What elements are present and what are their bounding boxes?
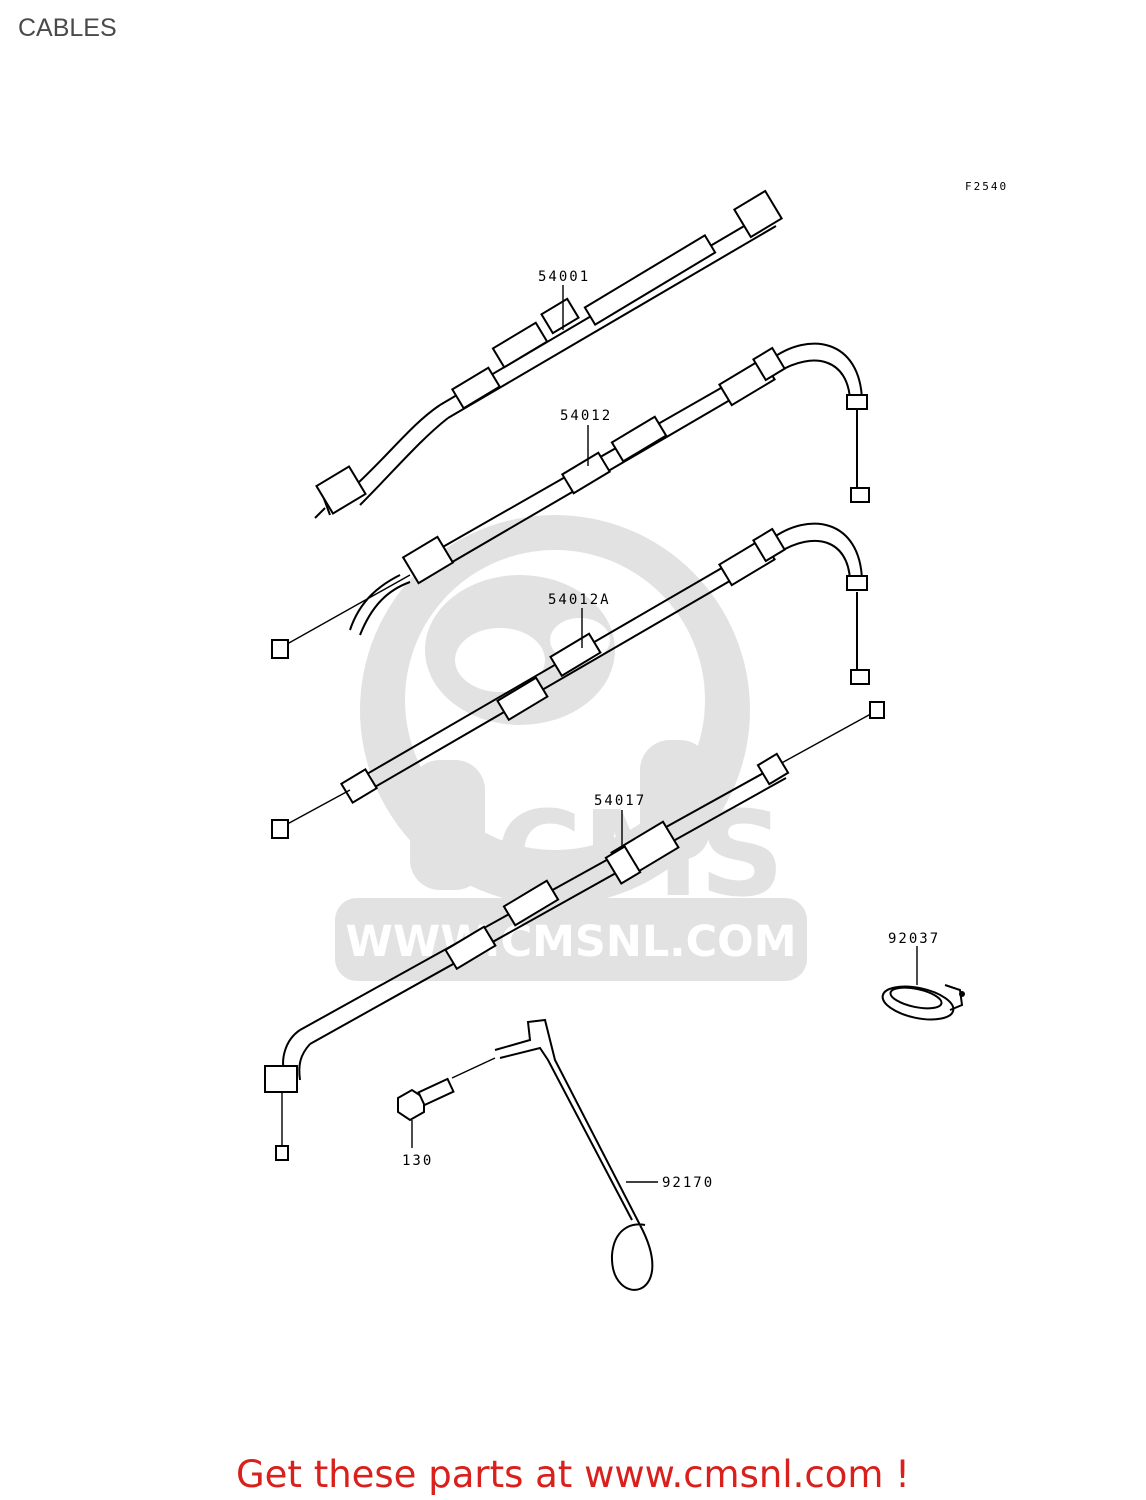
- part-54012-throttle-cable: [271, 342, 870, 659]
- part-92170-bracket: [494, 1018, 658, 1291]
- watermark: CMS WWW.CMSNL.COM: [335, 515, 807, 981]
- part-label-54012A: 54012A: [548, 592, 611, 608]
- part-92037-cable-clamp: [881, 946, 965, 1021]
- part-label-130: 130: [402, 1153, 433, 1169]
- watermark-url: WWW.CMSNL.COM: [345, 917, 796, 967]
- part-54012A-throttle-cable: [271, 522, 870, 839]
- part-54001-speedometer-cable: [314, 189, 784, 519]
- footer-promo: Get these parts at www.cmsnl.com !: [235, 1453, 910, 1496]
- part-label-54017: 54017: [594, 793, 646, 809]
- figure-code: F2540: [965, 180, 1008, 193]
- part-label-54012: 54012: [560, 408, 612, 424]
- page-title: CABLES: [18, 14, 117, 42]
- part-label-92037: 92037: [888, 931, 940, 947]
- part-130-bolt: [397, 1057, 496, 1148]
- part-label-54001: 54001: [538, 269, 590, 285]
- part-54017-choke-cable: [264, 701, 885, 1161]
- part-label-92170: 92170: [662, 1175, 714, 1191]
- watermark-mascot-logo: [360, 515, 750, 905]
